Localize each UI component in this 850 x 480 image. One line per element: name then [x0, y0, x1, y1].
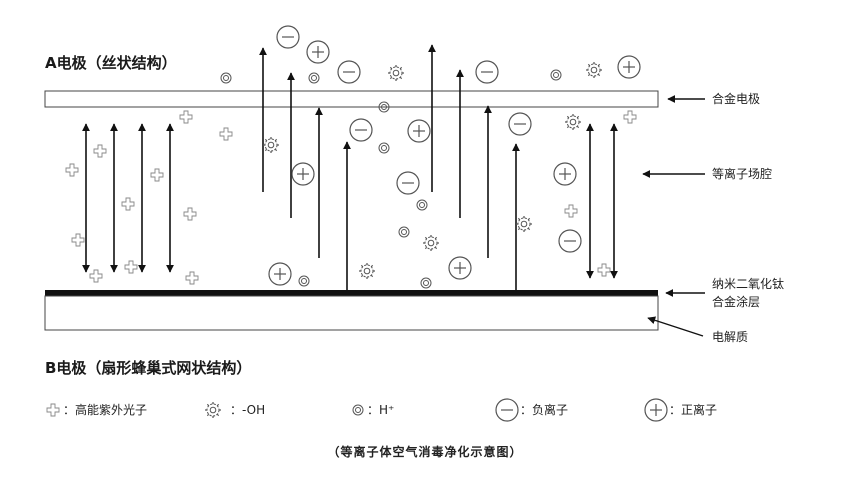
particles [65, 25, 641, 289]
positive-ion-icon [644, 398, 668, 422]
negative-ion-icon [349, 118, 373, 142]
coating-label-line1: 纳米二氧化钛 [712, 277, 785, 291]
h-plus-icon [352, 404, 364, 416]
negative-ion-icon [495, 398, 519, 422]
legend-positive-ion-text: ：正离子 [669, 403, 718, 417]
uv-photon-icon [124, 260, 138, 274]
positive-ion-icon [306, 40, 330, 64]
coating-label-line2: 合金涂层 [712, 295, 761, 309]
legend-negative-ion-text: ：负离子 [520, 403, 569, 417]
uv-photon-icon [71, 233, 85, 247]
diagram-caption: （等离子体空气消毒净化示意图） [327, 445, 523, 459]
uv-photon-icon [183, 207, 197, 221]
alloy-electrode-label: 合金电极 [712, 92, 761, 106]
positive-ion-icon [407, 119, 431, 143]
oh-radical-icon [388, 65, 404, 81]
electrolyte-label: 电解质 [712, 330, 749, 344]
oh-radical-icon [423, 235, 439, 251]
coating-bar [45, 290, 658, 296]
h-plus-icon [420, 277, 432, 289]
positive-ion-icon [291, 162, 315, 186]
uv-photon-icon [65, 163, 79, 177]
uv-photon-icon [623, 110, 637, 124]
electrode-b-title: B电极（扇形蜂巢式网状结构） [45, 359, 252, 377]
positive-ion-icon [268, 262, 292, 286]
h-plus-icon [308, 72, 320, 84]
negative-ion-icon [337, 60, 361, 84]
uv-photon-icon [46, 403, 60, 417]
negative-ion-icon [475, 60, 499, 84]
uv-photon-icon [597, 263, 611, 277]
h-plus-icon [416, 199, 428, 211]
positive-ion-icon [448, 256, 472, 280]
oh-radical-icon [359, 263, 375, 279]
electrode-a-plate [44, 90, 659, 108]
oh-radical-icon [263, 137, 279, 153]
h-plus-icon [298, 275, 310, 287]
uv-photon-icon [121, 197, 135, 211]
label-pointers [642, 95, 705, 337]
legend-oh-text: ：-OH [230, 403, 266, 417]
plasma-cavity-label: 等离子场腔 [712, 167, 773, 181]
positive-ion-icon [617, 55, 641, 79]
uv-photon-icon [185, 271, 199, 285]
positive-ion-icon [553, 162, 577, 186]
electrode-b-plate [44, 295, 659, 331]
legend-icons [46, 398, 668, 422]
upward-ion-arrows [259, 44, 520, 290]
oh-radical-icon [565, 114, 581, 130]
electrode-a-title: A电极（丝状结构） [45, 54, 177, 72]
oh-radical-icon [586, 62, 602, 78]
uv-photon-icon [219, 127, 233, 141]
uv-photon-icon [179, 110, 193, 124]
uv-photon-icon [150, 168, 164, 182]
oh-radical-icon [516, 216, 532, 232]
uv-photon-icon [89, 269, 103, 283]
uv-photon-icon [564, 204, 578, 218]
legend-h-plus-text: ：H⁺ [367, 403, 395, 417]
h-plus-icon [378, 101, 390, 113]
negative-ion-icon [558, 229, 582, 253]
negative-ion-icon [396, 171, 420, 195]
h-plus-icon [398, 226, 410, 238]
legend-uv-photon-text: ：高能紫外光子 [63, 403, 148, 417]
bidirectional-arrows [82, 123, 618, 279]
negative-ion-icon [508, 112, 532, 136]
h-plus-icon [220, 72, 232, 84]
oh-radical-icon [205, 402, 221, 418]
negative-ion-icon [276, 25, 300, 49]
h-plus-icon [550, 69, 562, 81]
h-plus-icon [378, 142, 390, 154]
uv-photon-icon [93, 144, 107, 158]
